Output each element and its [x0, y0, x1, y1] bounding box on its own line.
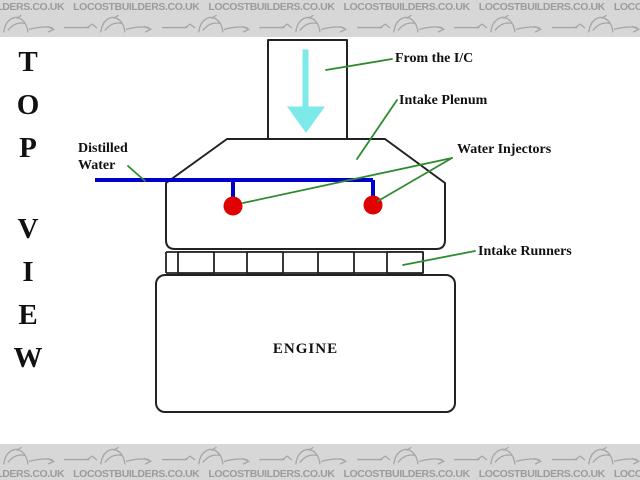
- car-sketch-icon: [0, 14, 56, 33]
- pointer-lines: [127, 58, 476, 266]
- water-injectors-group: [223, 195, 383, 216]
- watermark-banner-bottom: LOCOSTBUILDERS.CO.UK LOCOSTBUILDERS.CO.U…: [0, 444, 640, 480]
- label-water-injectors: Water Injectors: [457, 142, 552, 157]
- water-injector-dot: [223, 196, 243, 216]
- pointer-water-injector-left: [242, 157, 453, 204]
- intake-runner-shape: [386, 251, 424, 274]
- intake-runner-shape: [246, 251, 284, 274]
- pointer-distilled-water: [127, 165, 146, 182]
- airflow-arrow-icon: [287, 49, 325, 133]
- pointer-from-ic: [325, 58, 393, 71]
- page-title-top-view: TOP: [12, 46, 44, 175]
- car-sketch-icon: [356, 14, 445, 33]
- car-sketch-icon: [259, 446, 348, 465]
- car-sketch-icon: [454, 14, 543, 33]
- watermark-text: LOCOSTBUILDERS.CO.UK: [73, 468, 200, 480]
- watermark-text-row: LOCOSTBUILDERS.CO.UK LOCOSTBUILDERS.CO.U…: [0, 468, 640, 480]
- watermark-text: LOCOSTBUILDERS.CO.UK: [208, 468, 335, 480]
- intake-runner-shape: [177, 251, 215, 274]
- pointer-water-injector-right: [377, 157, 453, 202]
- watermark-text: LOCOSTBUILDERS.CO.UK: [208, 1, 335, 13]
- car-sketch-icon: [64, 446, 153, 465]
- car-sketch-icon: [551, 446, 640, 465]
- label-intake-plenum: Intake Plenum: [399, 93, 488, 108]
- label-from-ic: From the I/C: [395, 51, 474, 66]
- watermark-text: LOCOSTBUILDERS.CO.UK: [0, 468, 65, 480]
- watermark-text: LOCOSTBUILDERS.CO.UK: [613, 468, 640, 480]
- engine-block-shape: [155, 274, 456, 413]
- watermark-text: LOCOSTBUILDERS.CO.UK: [478, 468, 606, 480]
- car-sketch-icon: [259, 14, 348, 33]
- label-engine: ENGINE: [272, 341, 339, 357]
- pointer-intake-runners: [402, 250, 476, 266]
- car-sketch-icon: [161, 446, 251, 465]
- watermark-car-row: [0, 13, 640, 37]
- page-title-top-view: VIEW: [12, 213, 44, 385]
- car-sketch-icon: [64, 14, 153, 33]
- label-intake-runners: Intake Runners: [478, 244, 572, 259]
- car-sketch-icon: [161, 14, 251, 33]
- watermark-text: LOCOSTBUILDERS.CO.UK: [343, 1, 471, 13]
- pointer-intake-plenum: [356, 99, 398, 160]
- water-injector-dot: [363, 195, 383, 215]
- watermark-text: LOCOSTBUILDERS.CO.UK: [613, 1, 640, 13]
- intake-runner-shape: [317, 251, 355, 274]
- label-distilled-water: Distilled Water: [78, 141, 128, 173]
- watermark-text-row: LOCOSTBUILDERS.CO.UK LOCOSTBUILDERS.CO.U…: [0, 1, 640, 13]
- watermark-text: LOCOSTBUILDERS.CO.UK: [73, 1, 200, 13]
- intake-plenum-shape: [165, 138, 446, 250]
- watermark-text: LOCOSTBUILDERS.CO.UK: [0, 1, 65, 13]
- watermark-car-row: [0, 445, 640, 469]
- intake-runner-strip: [165, 251, 424, 274]
- watermark-text: LOCOSTBUILDERS.CO.UK: [343, 468, 471, 480]
- car-sketch-icon: [356, 446, 445, 465]
- car-sketch-icon: [0, 446, 56, 465]
- car-sketch-icon: [454, 446, 543, 465]
- watermark-banner-top: LOCOSTBUILDERS.CO.UK LOCOSTBUILDERS.CO.U…: [0, 0, 640, 37]
- car-sketch-icon: [551, 14, 640, 33]
- watermark-text: LOCOSTBUILDERS.CO.UK: [478, 1, 606, 13]
